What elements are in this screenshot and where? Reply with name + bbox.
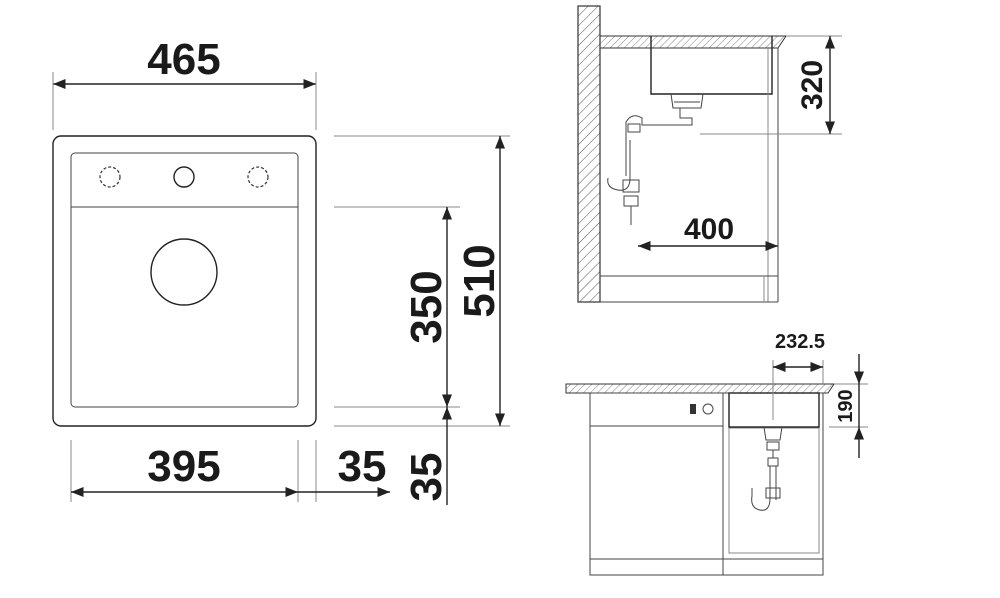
- drain-circle: [150, 238, 218, 306]
- dim-35h-label: 35: [338, 442, 387, 491]
- countertop-front: [565, 383, 835, 394]
- dishwasher-knob: [702, 403, 714, 415]
- side-view: 320 400: [577, 5, 842, 303]
- dim-395-label: 395: [147, 442, 220, 491]
- drain-nut: [766, 441, 780, 451]
- front-view: 232.5 190: [565, 331, 868, 576]
- tap-hole-left: [99, 166, 121, 188]
- dim-465-label: 465: [147, 35, 220, 84]
- dim-35v-label: 35: [402, 453, 451, 502]
- sink-bowl-side: [650, 36, 773, 95]
- top-view: 465 395 35 350 510 35: [52, 35, 510, 505]
- drain-fitting: [670, 93, 704, 109]
- dim-232-label: 232.5: [775, 331, 825, 353]
- sink-cabinet: [722, 392, 824, 576]
- tap-deck: [70, 152, 299, 408]
- dim-320-label: 320: [796, 60, 829, 110]
- siphon-trap: [607, 140, 631, 191]
- tap-hole-center: [173, 166, 195, 188]
- sink-outline: [52, 135, 317, 427]
- siphon-nut: [622, 179, 640, 193]
- front-siphon: [751, 466, 777, 511]
- dim-510-label: 510: [455, 244, 504, 317]
- wall-hatched: [577, 5, 601, 303]
- siphon-nut-lower: [623, 195, 639, 207]
- drain-pipe: [625, 108, 693, 140]
- sink-bowl-front: [728, 392, 820, 428]
- dim-400-label: 400: [684, 213, 734, 246]
- drain-nut-2: [767, 457, 779, 467]
- pipe-joint: [627, 123, 641, 133]
- dim-350-label: 350: [402, 270, 451, 343]
- dishwasher-indicator: [690, 404, 696, 414]
- dim-190-label: 190: [835, 389, 857, 422]
- cabinet-inner: [728, 427, 820, 554]
- front-drain: [763, 426, 783, 441]
- countertop-side: [599, 35, 787, 49]
- siphon-nut-front: [765, 487, 781, 499]
- dishwasher: [589, 392, 724, 576]
- tap-hole-right: [247, 166, 269, 188]
